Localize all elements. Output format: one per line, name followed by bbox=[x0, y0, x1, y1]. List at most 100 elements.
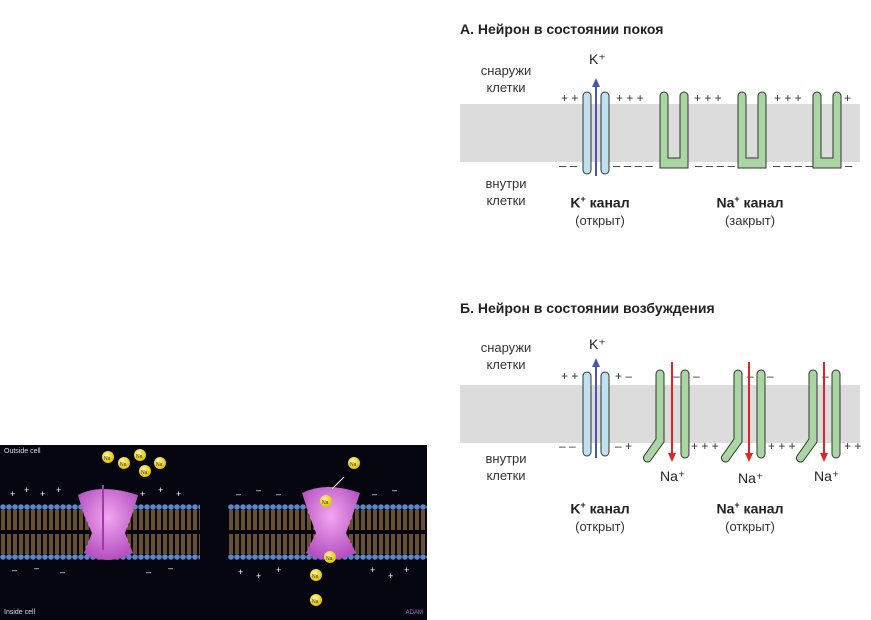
svg-text:+: + bbox=[140, 489, 145, 499]
cell-word: клетки bbox=[486, 357, 526, 372]
svg-text:–: – bbox=[168, 563, 173, 573]
outside-cell-label: Outside cell bbox=[4, 448, 41, 455]
svg-text:+ –: + – bbox=[615, 369, 632, 383]
na-channels-closed bbox=[659, 91, 842, 169]
inside-charges: – – – – – – – – – – – – – – – bbox=[559, 158, 853, 173]
panel-a-membrane-diagram: + + + + + + + + + + + + – – – – – – – – … bbox=[460, 78, 860, 176]
panel-a-outside-label: снаружи клетки bbox=[470, 62, 542, 96]
cell-word: клетки bbox=[486, 193, 526, 208]
na-channel-state: (закрыт) bbox=[724, 212, 776, 228]
svg-text:+: + bbox=[40, 489, 45, 499]
svg-text:+ +: + + bbox=[561, 91, 578, 105]
svg-text:Na: Na bbox=[350, 462, 357, 468]
svg-text:Na: Na bbox=[312, 574, 319, 580]
outside-word: снаружи bbox=[480, 340, 532, 355]
k-channel-state: (открыт) bbox=[575, 518, 625, 534]
svg-text:Na: Na bbox=[312, 599, 319, 605]
svg-text:+ + +: + + + bbox=[774, 91, 802, 105]
cell-word: клетки bbox=[486, 80, 526, 95]
svg-text:Na: Na bbox=[120, 462, 127, 468]
charges-left: ++++ +++ ––– –– bbox=[10, 485, 181, 577]
svg-text:+ + +: + + + bbox=[768, 439, 796, 453]
inside-word: внутри bbox=[485, 176, 527, 191]
charges-right: ––– –– +++ +++ bbox=[236, 485, 409, 581]
sodium-ions-outside-left: Na Na Na Na Na bbox=[102, 449, 166, 477]
svg-text:– – – –: – – – – bbox=[613, 158, 654, 173]
svg-text:+ +: + + bbox=[561, 369, 578, 383]
panel-b-k-ion-label: K⁺ bbox=[589, 336, 606, 352]
cell-word: клетки bbox=[486, 468, 526, 483]
k-channel-name: K+ канал bbox=[570, 500, 630, 517]
svg-text:–: – bbox=[236, 489, 241, 499]
outside-charges: + + + + + + + + + + + + bbox=[561, 91, 851, 105]
svg-text:+: + bbox=[388, 571, 393, 581]
svg-text:Na: Na bbox=[322, 500, 329, 506]
svg-text:– –: – – bbox=[559, 439, 576, 453]
na-channel-3-right bbox=[831, 369, 841, 459]
sodium-ions-right: Na Na Na Na Na bbox=[310, 457, 360, 606]
k-channel bbox=[582, 358, 610, 458]
panel-b-outside-label: снаружи клетки bbox=[470, 339, 542, 373]
panel-a-title: А. Нейрон в состоянии покоя bbox=[460, 21, 664, 37]
na-channel-1 bbox=[659, 91, 689, 169]
na-channel-2 bbox=[737, 91, 767, 169]
svg-text:+ + +: + + + bbox=[616, 91, 644, 105]
outside-word: снаружи bbox=[480, 63, 532, 78]
svg-text:–: – bbox=[34, 563, 39, 573]
svg-text:+: + bbox=[56, 485, 61, 495]
svg-text:– – – –: – – – – bbox=[773, 158, 814, 173]
na-channel-name: Na+ канал bbox=[716, 500, 784, 517]
panel-a-k-channel-caption: K+ канал (открыт) bbox=[560, 190, 640, 230]
ion-entry-arrow bbox=[331, 476, 345, 490]
svg-text:+ +: + + bbox=[844, 439, 861, 453]
na-channels-open bbox=[643, 369, 841, 463]
closed-channel-protein bbox=[78, 489, 138, 560]
na-channel-1-left bbox=[643, 369, 665, 463]
svg-text:+ + +: + + + bbox=[691, 439, 719, 453]
panel-b-na-channel-caption: Na+ канал (открыт) bbox=[705, 496, 795, 536]
k-arrow-head bbox=[592, 358, 600, 367]
watermark-text: ADAM bbox=[405, 610, 423, 616]
na-channel-3-left bbox=[796, 369, 818, 463]
panel-b-membrane-diagram: + + + – – – – – – – – – – – – + + + + + … bbox=[460, 358, 861, 463]
na-ion-label-1: Na⁺ bbox=[660, 468, 686, 484]
svg-text:–: – bbox=[845, 158, 853, 173]
k-channel-state: (открыт) bbox=[575, 212, 625, 228]
svg-text:+: + bbox=[404, 565, 409, 575]
svg-text:+: + bbox=[256, 571, 261, 581]
membrane-illustration: Outside cell Inside cell ADAM bbox=[0, 445, 427, 620]
na-channel-1-right bbox=[680, 369, 690, 459]
svg-text:– +: – + bbox=[615, 439, 632, 453]
svg-text:Na: Na bbox=[136, 454, 143, 460]
na-ion-label-2: Na⁺ bbox=[738, 470, 764, 486]
svg-text:–: – bbox=[256, 485, 261, 495]
svg-text:+: + bbox=[844, 91, 851, 105]
svg-text:+ + +: + + + bbox=[694, 91, 722, 105]
svg-text:Na: Na bbox=[326, 556, 333, 562]
k-channel bbox=[582, 78, 610, 176]
svg-text:+: + bbox=[10, 489, 15, 499]
panel-b-inside-label: внутри клетки bbox=[470, 450, 542, 484]
panel-b-title: Б. Нейрон в состоянии возбуждения bbox=[460, 300, 715, 316]
svg-text:Na: Na bbox=[141, 470, 148, 476]
svg-text:+: + bbox=[176, 489, 181, 499]
svg-text:–: – bbox=[146, 567, 151, 577]
panel-a-inside-label: внутри клетки bbox=[470, 175, 542, 209]
svg-text:–: – bbox=[372, 489, 377, 499]
inside-word: внутри bbox=[485, 451, 527, 466]
na-ion-label-3: Na⁺ bbox=[814, 468, 840, 484]
panel-a-k-ion-label: K⁺ bbox=[589, 51, 606, 67]
svg-text:–: – bbox=[276, 489, 281, 499]
svg-text:+: + bbox=[276, 565, 281, 575]
open-channel-protein bbox=[302, 487, 360, 560]
panel-b-k-channel-caption: K+ канал (открыт) bbox=[560, 496, 640, 536]
na-channel-name: Na+ канал bbox=[716, 194, 784, 211]
inside-charges: – – – + + + + + + + + + bbox=[559, 439, 861, 453]
svg-text:Na: Na bbox=[156, 462, 163, 468]
na-channel-3 bbox=[812, 91, 842, 169]
svg-text:–: – bbox=[60, 567, 65, 577]
svg-text:– – – –: – – – – bbox=[695, 158, 736, 173]
svg-text:+: + bbox=[238, 567, 243, 577]
na-channel-2-left bbox=[721, 369, 743, 463]
svg-text:+: + bbox=[24, 485, 29, 495]
